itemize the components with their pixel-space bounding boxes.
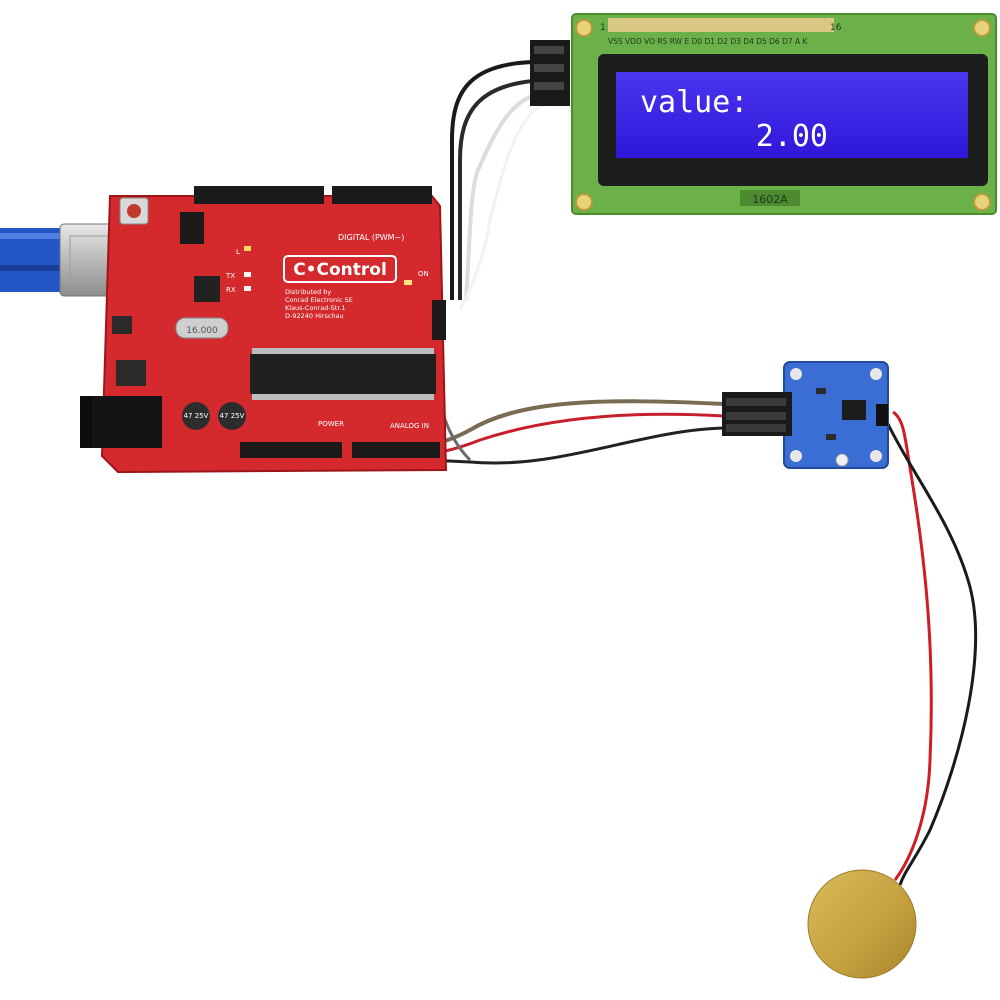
led-indicator xyxy=(244,246,251,251)
digital-label: DIGITAL (PWM~) xyxy=(338,233,404,242)
brand-logo xyxy=(283,255,397,283)
svg-text:16: 16 xyxy=(830,23,842,33)
capacitor xyxy=(182,402,210,430)
lcd-line-1: value: xyxy=(640,85,748,120)
crystal xyxy=(175,317,229,339)
led-indicator xyxy=(404,280,412,285)
crystal-label: 16.000 xyxy=(186,326,218,336)
lcd-module: 1 16 VSS VDD VO RS RW E D0 D1 D2 D3 D4 D… xyxy=(530,13,997,215)
dc-jack xyxy=(86,396,162,448)
arduino-board: 16.000 47 25V 47 25V C•Control Distribut… xyxy=(80,186,448,474)
svg-text:1: 1 xyxy=(600,23,606,33)
svg-text:RX: RX xyxy=(226,286,236,294)
svg-text:47 25V: 47 25V xyxy=(220,412,245,420)
jumper-wires xyxy=(319,59,978,886)
on-label: ON xyxy=(418,270,429,278)
sensor-module xyxy=(722,361,889,469)
capacitor xyxy=(218,402,246,430)
led-indicator xyxy=(244,272,251,277)
svg-text:D-92240 Hirschau: D-92240 Hirschau xyxy=(285,312,344,320)
svg-text:Conrad Electronic SE: Conrad Electronic SE xyxy=(285,296,353,304)
microcontroller-chip xyxy=(250,354,436,394)
power-label: POWER xyxy=(318,420,344,428)
svg-text:L: L xyxy=(236,248,240,256)
digital-header xyxy=(194,186,432,204)
svg-text:Klaus-Conrad-Str.1: Klaus-Conrad-Str.1 xyxy=(285,304,346,312)
sensor-chip xyxy=(842,400,866,420)
power-header xyxy=(240,442,440,458)
svg-text:47 25V: 47 25V xyxy=(184,412,209,420)
led-indicator xyxy=(244,286,251,291)
analog-label: ANALOG IN xyxy=(390,422,429,430)
lcd-line-2: 2.00 xyxy=(756,119,828,154)
svg-text:C•Control: C•Control xyxy=(293,260,387,280)
lcd-model-label: 1602A xyxy=(752,193,788,206)
lcd-pin-labels: VSS VDD VO RS RW E D0 D1 D2 D3 D4 D5 D6 … xyxy=(608,37,809,46)
potentiometer xyxy=(835,453,849,467)
piezo-disc xyxy=(807,869,917,979)
svg-text:TX: TX xyxy=(225,272,235,280)
lcd-screen xyxy=(616,72,968,158)
svg-text:Distributed by: Distributed by xyxy=(285,288,331,296)
